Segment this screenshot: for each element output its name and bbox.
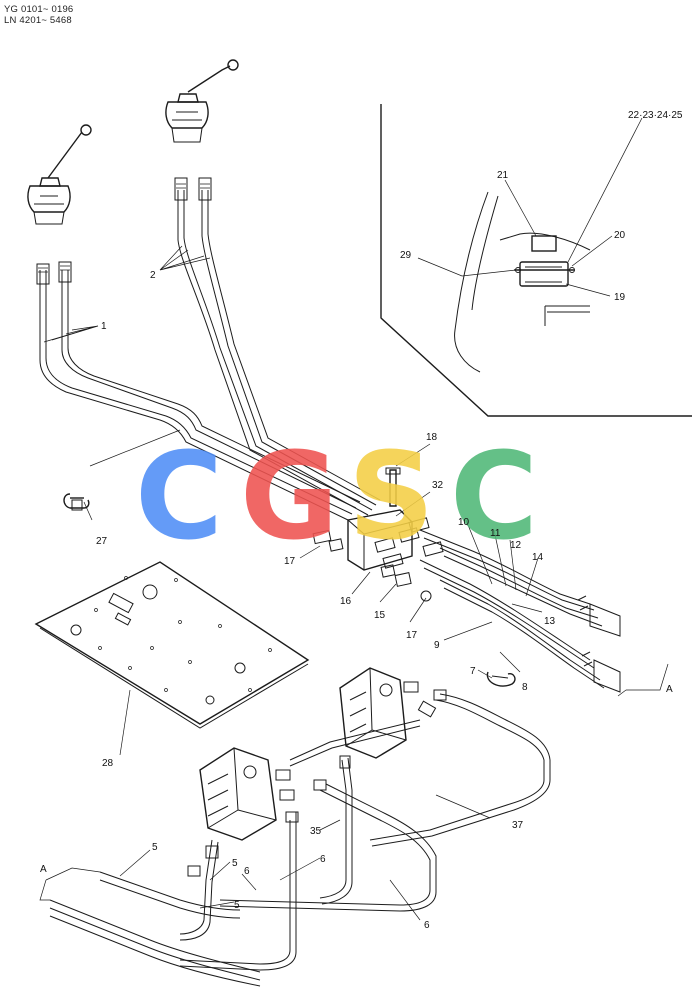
part-19-bracket xyxy=(519,261,569,287)
hoses-right xyxy=(419,529,669,697)
callout-22-25: 22·23·24·25 xyxy=(628,110,683,121)
mounting-plate-28 xyxy=(34,561,310,729)
callout-9: 9 xyxy=(434,640,440,651)
callout-6b: 6 xyxy=(320,854,326,865)
callout-10: 10 xyxy=(458,517,470,528)
watermark-letter-c2: C xyxy=(450,428,538,567)
callout-35: 35 xyxy=(310,826,322,837)
clip-27 xyxy=(63,493,90,511)
callout-28: 28 xyxy=(102,758,114,769)
callout-16: 16 xyxy=(340,596,352,607)
control-valve-right xyxy=(339,667,437,759)
watermark-letter-c1: C xyxy=(135,428,223,567)
serial-range-ln: LN 4201~ 5468 xyxy=(4,15,72,26)
callout-15: 15 xyxy=(374,610,386,621)
callout-14: 14 xyxy=(532,552,544,563)
leader-lines xyxy=(43,245,543,921)
fittings xyxy=(312,517,444,602)
callout-20: 20 xyxy=(614,230,626,241)
callout-labels: 1 2 22·23·24·25 21 20 29 19 18 32 27 17 … xyxy=(40,110,683,931)
callout-13: 13 xyxy=(544,616,556,627)
inset-frame xyxy=(380,104,692,417)
callout-7: 7 xyxy=(470,666,476,677)
callout-27: 27 xyxy=(96,536,108,547)
callout-32: 32 xyxy=(432,480,444,491)
part-21-box xyxy=(531,235,557,252)
bolt-18 xyxy=(389,469,397,507)
callout-5a: 5 xyxy=(152,842,158,853)
pilot-hose-bundle-1 xyxy=(36,261,361,521)
watermark-letter-g: G xyxy=(240,428,339,567)
ref-a-left: A xyxy=(40,864,47,875)
callout-12: 12 xyxy=(510,540,522,551)
callout-18: 18 xyxy=(426,432,438,443)
inset-panel-edge xyxy=(454,191,489,373)
inset-detail xyxy=(380,104,692,417)
joystick-left xyxy=(27,124,92,225)
callout-17b: 17 xyxy=(406,630,418,641)
callout-17a: 17 xyxy=(284,556,296,567)
callout-8: 8 xyxy=(522,682,528,693)
callout-5c: 5 xyxy=(234,900,240,911)
callout-1: 1 xyxy=(101,321,107,332)
callout-2: 2 xyxy=(150,270,156,281)
callout-6a: 6 xyxy=(244,866,250,877)
callout-21: 21 xyxy=(497,170,509,181)
callout-37: 37 xyxy=(512,820,524,831)
pilot-hose-bundle-2 xyxy=(174,177,381,516)
callout-5b: 5 xyxy=(232,858,238,869)
lower-hoses xyxy=(39,689,551,987)
watermark: C G S C xyxy=(135,428,538,567)
watermark-letter-s: S xyxy=(348,428,434,567)
control-valve-left xyxy=(199,747,297,841)
joystick-right xyxy=(165,59,239,143)
callout-29: 29 xyxy=(400,250,412,261)
clamp-7 xyxy=(486,671,516,687)
callout-6c: 6 xyxy=(424,920,430,931)
pilot-valve-block xyxy=(312,467,444,602)
serial-range-yg: YG 0101~ 0196 xyxy=(4,4,74,15)
ref-a-right: A xyxy=(666,684,673,695)
callout-19: 19 xyxy=(614,292,626,303)
callout-11: 11 xyxy=(490,528,501,539)
